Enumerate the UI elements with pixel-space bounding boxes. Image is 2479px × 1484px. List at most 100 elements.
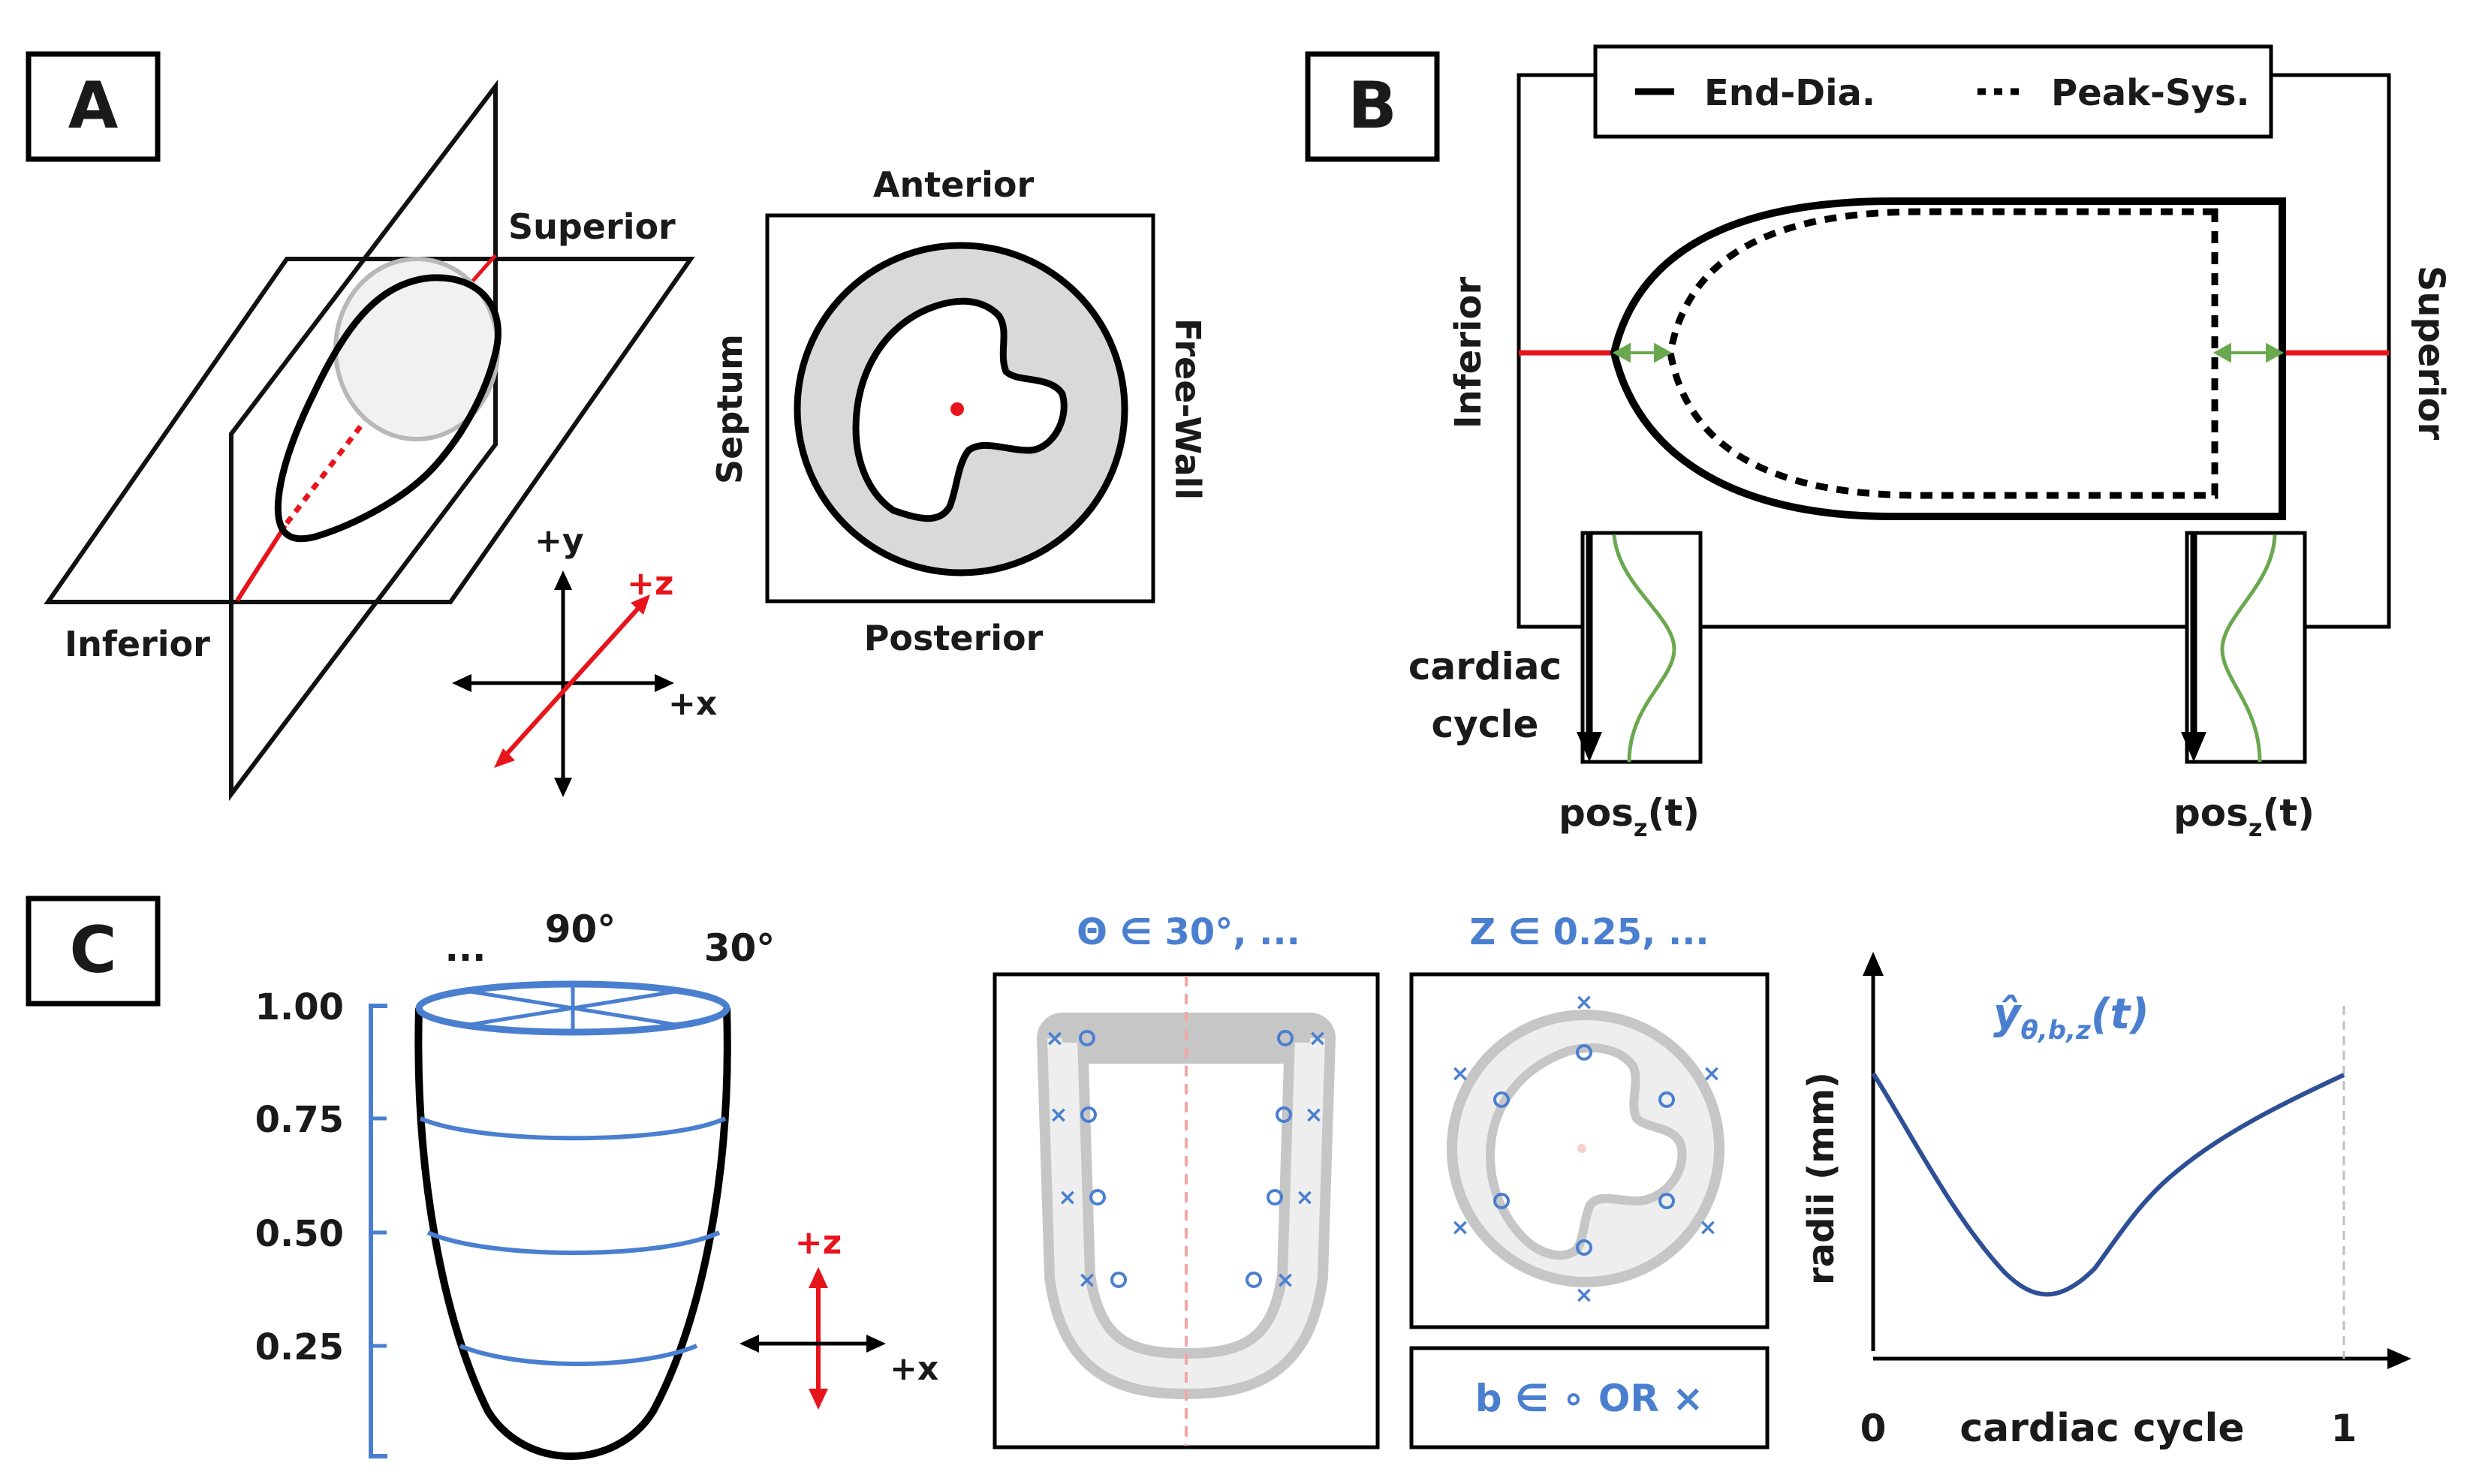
left-pos-base: pos xyxy=(1559,791,1634,835)
axis-x-label: +x xyxy=(668,685,717,723)
label-inferior: Inferior xyxy=(65,624,210,664)
ring-075 xyxy=(419,1116,727,1141)
svg-text:×: × xyxy=(1702,1061,1721,1087)
right-pos-sub: z xyxy=(2249,814,2263,842)
long-axis-dotted xyxy=(285,294,462,525)
right-pos-curve xyxy=(2220,534,2277,763)
plot-curve-sub: θ,b,z xyxy=(2021,1016,2092,1046)
panel-a-letter: A xyxy=(68,68,119,143)
left-pos-label: posz(t) xyxy=(1559,791,1700,842)
svg-text:×: × xyxy=(1698,1215,1717,1241)
right-pos-base: pos xyxy=(2173,791,2249,835)
z-ticks xyxy=(371,1004,387,1348)
axis-x-label-c: +x xyxy=(890,1350,938,1388)
b-set-label: b ∈ ∘ OR × xyxy=(1475,1377,1703,1420)
legend-box xyxy=(1593,44,2273,139)
right-cycle-box xyxy=(2185,531,2307,764)
plot-curve-base: ŷ xyxy=(1993,990,2023,1039)
z-axis xyxy=(501,602,644,760)
plot-y-arrow xyxy=(1863,952,1884,976)
svg-text:×: × xyxy=(1045,1025,1064,1052)
legend-solid-label: End-Dia. xyxy=(1704,72,1875,114)
left-pos-sub: z xyxy=(1634,814,1648,842)
z-tick-025: 0.25 xyxy=(255,1326,344,1368)
panel-b-letter-box xyxy=(1305,51,1440,162)
svg-text:×: × xyxy=(1308,1025,1327,1052)
label-septum: Septum xyxy=(709,334,750,484)
horizontal-plane-outline xyxy=(44,257,695,604)
ventricle-outline xyxy=(274,274,502,543)
x-axis-c-arrow-left xyxy=(739,1335,759,1353)
svg-text:×: × xyxy=(1058,1184,1077,1211)
short-axis-view-cavity xyxy=(1485,1043,1687,1260)
short-axis-view-center xyxy=(1577,1144,1586,1153)
z-tick-050: 0.50 xyxy=(255,1213,344,1255)
plot-x1: 1 xyxy=(2331,1407,2357,1450)
center-point xyxy=(950,402,964,416)
angle-dots: ... xyxy=(445,928,486,970)
right-cycle-arrowhead xyxy=(2181,732,2206,762)
axis-y-label: +y xyxy=(535,522,584,560)
z-axis-arrow-down xyxy=(494,748,515,768)
plot-xlabel: cardiac cycle xyxy=(1959,1406,2244,1451)
ring-025 xyxy=(459,1344,698,1366)
svg-text:×: × xyxy=(1450,1215,1469,1241)
panel-b: B End-Dia. Peak-Sys. Inferior Superior xyxy=(1305,44,2452,842)
svg-text:×: × xyxy=(1077,1267,1096,1293)
plot-radii-curve xyxy=(1871,1072,2345,1297)
zset-title: Z ∈ 0.25, ... xyxy=(1469,911,1709,953)
plot-curve-tail: (t) xyxy=(2091,990,2149,1039)
z-tick-100: 1.00 xyxy=(255,986,344,1028)
end-diastole-contour xyxy=(1610,197,2286,520)
axis-z-label: +z xyxy=(627,564,673,603)
svg-text:×: × xyxy=(1049,1102,1068,1128)
displacement-arrow-left xyxy=(1612,342,1673,363)
right-pos-tail: (t) xyxy=(2263,791,2315,835)
label-posterior: Posterior xyxy=(864,618,1044,658)
svg-text:×: × xyxy=(1304,1102,1323,1128)
plot-ylabel: radii (mm) xyxy=(1800,1072,1842,1285)
x-axis-arrow-right xyxy=(655,674,674,692)
angle-90: 90° xyxy=(545,908,616,951)
axis-z-label-c: +z xyxy=(795,1224,842,1262)
svg-text:×: × xyxy=(1276,1267,1294,1293)
peak-systole-contour xyxy=(1667,208,2218,499)
x-axis-c-arrow-right xyxy=(866,1335,886,1353)
y-axis-arrow-up xyxy=(554,570,572,590)
panel-a: A Superior Inferior +y +z +x Anteri xyxy=(26,51,1208,801)
x-axis-arrow-left xyxy=(452,674,471,692)
panel-b-letter: B xyxy=(1348,68,1397,143)
panel-c: C 1.00 0.75 0.50 0.25 ... 90° 30° xyxy=(26,896,2411,1460)
ventricle-shell xyxy=(414,1007,731,1460)
base-spokes xyxy=(465,984,681,1032)
svg-text:×: × xyxy=(1450,1061,1469,1087)
displacement-arrow-right xyxy=(2212,342,2285,363)
label-superior: Superior xyxy=(508,206,676,247)
z-axis-c-arrow-down xyxy=(809,1389,828,1410)
plot-x-arrow xyxy=(2387,1348,2411,1369)
ring-050 xyxy=(426,1230,721,1255)
panel-a-letter-box xyxy=(26,51,161,162)
label-inferior-b: Inferior xyxy=(1447,277,1490,429)
b-set-box xyxy=(1409,1346,1770,1449)
short-axis-frame xyxy=(765,213,1155,604)
left-pos-curve xyxy=(1612,534,1676,763)
right-pos-label: posz(t) xyxy=(2173,791,2315,842)
z-axis-arrow-up xyxy=(631,595,650,615)
panel-c-letter-box xyxy=(26,896,161,1007)
angle-30: 30° xyxy=(704,926,776,970)
label-anterior: Anterior xyxy=(873,164,1035,205)
label-superior-b: Superior xyxy=(2410,266,2452,441)
plot-curve-label: ŷθ,b,z(t) xyxy=(1993,990,2149,1046)
z-axis-c-arrow-up xyxy=(809,1267,828,1288)
short-axis-markers: × × × × × × xyxy=(1450,989,1721,1308)
panel-c-letter: C xyxy=(69,913,116,988)
long-axis-solid xyxy=(235,524,288,602)
left-cycle-box xyxy=(1580,531,1703,764)
svg-text:×: × xyxy=(1295,1184,1314,1211)
vertical-plane xyxy=(229,80,498,801)
cardiac-label-line1: cardiac xyxy=(1408,645,1562,688)
long-axis-markers: × × × × × × × × xyxy=(1045,1025,1327,1293)
plot-x0: 0 xyxy=(1860,1407,1887,1450)
